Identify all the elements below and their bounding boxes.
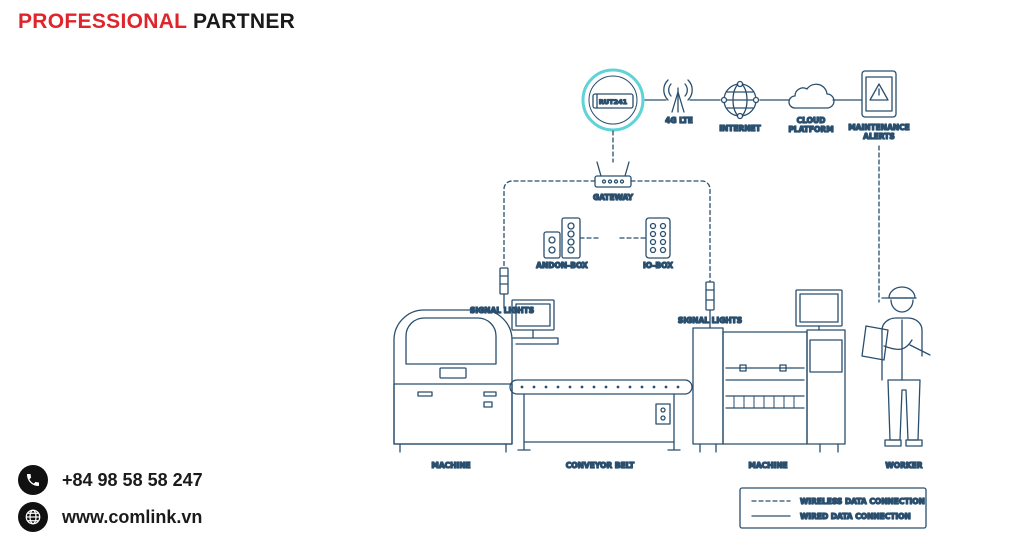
lte-label: 4G LTE [665,116,693,125]
io-box-icon [645,217,671,259]
phone-number[interactable]: +84 98 58 58 247 [62,469,203,490]
maintenance-label-line2: ALERTS [863,132,895,141]
brand-word-partner: PARTNER [193,10,296,33]
conveyor-belt-icon [509,379,693,451]
machine-left-label: MACHINE [431,461,470,470]
worker-icon [861,286,931,447]
machine-icon [692,289,846,453]
cloud-icon [788,83,835,109]
andon-label: ANDON-BOX [536,261,588,270]
tablet-alert-icon [861,70,897,118]
globe-icon [18,502,48,532]
legend [739,487,927,529]
cloud-label-line2: PLATFORM [788,125,833,134]
website-link[interactable]: www.comlink.vn [62,506,203,527]
andon-box-icon [543,217,581,259]
maintenance-label-line1: MAINTENANCE [848,123,910,132]
antenna-icon [663,79,693,113]
phone-icon [18,465,48,495]
machine-right-label: MACHINE [748,461,787,470]
signal-light-icon [499,267,509,309]
legend-wireless: WIRELESS DATA CONNECTION [800,497,925,506]
legend-wired: WIRED DATA CONNECTION [800,512,911,521]
io-label: IO-BOX [643,261,673,270]
internet-label: INTERNET [719,124,761,133]
wireless-connections [503,130,880,303]
gateway-icon [594,161,632,188]
brand-word-professional: PROFESSIONAL [18,10,187,33]
brand-title: PROFESSIONAL PARTNER [18,10,295,34]
cloud-label-line1: CLOUD [797,116,826,125]
worker-label: WORKER [885,461,922,470]
contact-phone: +84 98 58 58 247 [18,465,203,495]
gateway-label: GATEWAY [593,193,634,202]
signal-lights-right-label: SIGNAL LIGHTS [678,316,742,325]
router-icon [581,68,645,132]
signal-lights-left-label: SIGNAL LIGHTS [470,306,534,315]
contact-website: www.comlink.vn [18,502,202,532]
router-model-label: RUT241 [599,98,628,106]
conveyor-label: CONVEYOR BELT [566,461,635,470]
globe-network-icon [720,80,760,120]
signal-light-icon [705,281,715,329]
machine-icon [393,299,559,453]
